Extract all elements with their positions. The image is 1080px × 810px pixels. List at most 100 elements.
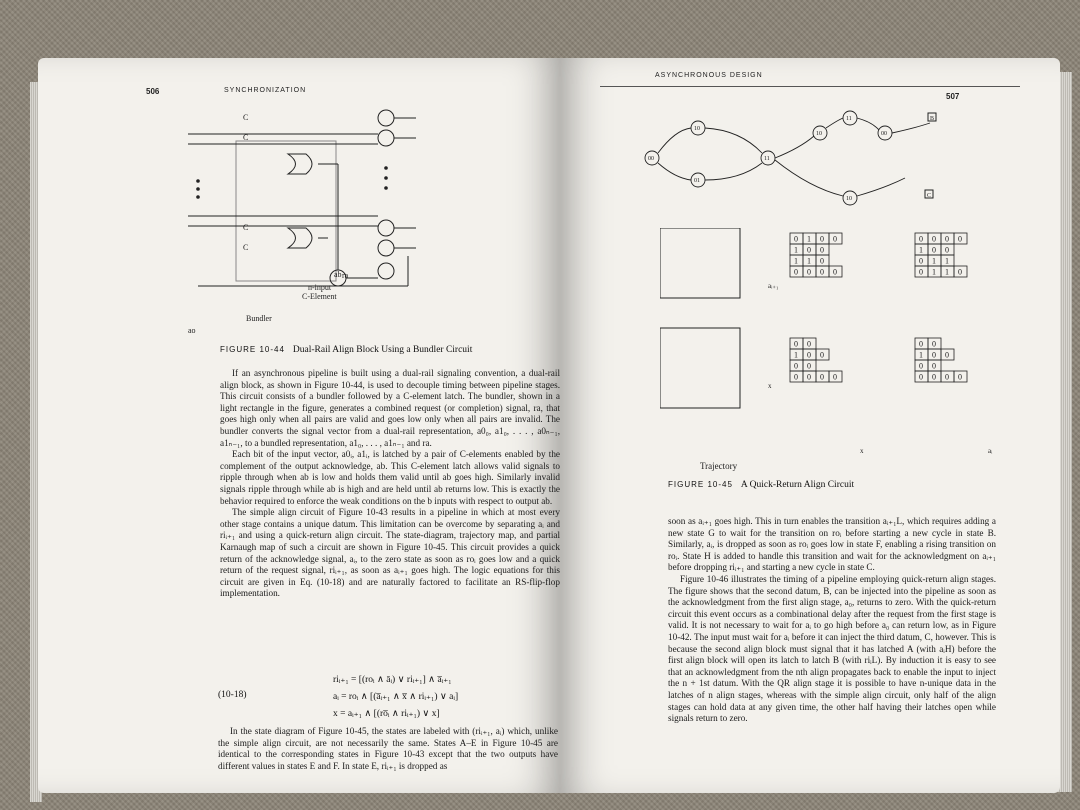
ra-label: ra (342, 271, 349, 280)
state-code: 10 (846, 196, 852, 202)
kmap-ai-value: 1 (932, 268, 936, 277)
kmap-ai-value: 1 (919, 246, 923, 255)
figure-title: A Quick-Return Align Circuit (740, 480, 855, 490)
kmap-ri-lower-value: 0 (833, 373, 837, 382)
trajectory-map-lower (660, 327, 741, 409)
state-code: 00 (648, 156, 654, 162)
paragraph: If an asynchronous pipeline is built usi… (220, 368, 560, 448)
kmap-ri-lower-value: 0 (794, 362, 798, 371)
kmap-ai-lower-value: 0 (932, 340, 936, 349)
running-head: SYNCHRONIZATION (224, 87, 307, 94)
equation-line: riᵢ₊₁ = [(roᵢ ∧ āᵢ) ∨ riᵢ₊₁] ∧ a̅ᵢ₊₁ (333, 675, 452, 685)
kmap-ri-value: 0 (794, 235, 798, 244)
kmap-ai-value: 1 (945, 257, 949, 266)
paragraph: Each bit of the input vector, a0ᵢ, a1ᵢ, … (220, 449, 560, 506)
kmap-ri-value: 1 (807, 257, 811, 266)
kmap-ri-value: 0 (807, 268, 811, 277)
kmap-ai-value: 0 (958, 268, 962, 277)
kmap-axis-label: aᵢ₊₁ (768, 282, 778, 290)
state-code: 10 (694, 126, 700, 132)
c-label-3: C (243, 223, 249, 232)
figure-number: FIGURE 10-44 (220, 345, 285, 354)
kmap-ri-value: 0 (820, 268, 824, 277)
kmap-ai-lower-value: 0 (932, 373, 936, 382)
kmap-ri-lower-value: 0 (820, 351, 824, 360)
ab-label: ab (334, 270, 342, 279)
kmap-ri-value: 0 (794, 268, 798, 277)
kmap-ri-value: 1 (807, 235, 811, 244)
state-code: 11 (846, 116, 852, 122)
figure-number: FIGURE 10-45 (668, 480, 733, 489)
kmap-ri-value: 1 (794, 257, 798, 266)
state-letter: B (930, 116, 934, 122)
kmap-ai-lower-value: 0 (919, 340, 923, 349)
body-text-left: If an asynchronous pipeline is built usi… (220, 368, 560, 600)
kmap-ai-lower-value: 0 (919, 373, 923, 382)
kmap-ri-lower-cell (828, 370, 843, 383)
celement-label: C-Element (302, 292, 337, 301)
kmap-ai-lower-cell (940, 348, 955, 361)
state-diagram: 00 10 01 11 10 11 00 10 C B (644, 110, 937, 206)
kmap-ai-cell (953, 232, 968, 245)
kmap-ai-value: 1 (932, 257, 936, 266)
right-page: ASYNCHRONOUS DESIGN 507 (560, 58, 1060, 793)
kmap-axis-label: x (860, 447, 864, 455)
kmap-ai-cell (953, 265, 968, 278)
kmap-ai-value: 0 (919, 257, 923, 266)
ao-label: ao (188, 326, 196, 335)
kmap-ri-lower-value: 1 (794, 351, 798, 360)
state-code: 00 (881, 131, 887, 137)
header-rule (600, 86, 1020, 87)
state-code: 11 (764, 156, 770, 162)
state-code: 01 (694, 178, 700, 184)
kmap-ri-lower-cell (815, 348, 830, 361)
kmap-ri-value: 1 (794, 246, 798, 255)
kmap-ri-lower-value: 0 (820, 373, 824, 382)
kmap-ri-lower-value: 0 (794, 340, 798, 349)
kmap-ri-value: 0 (833, 235, 837, 244)
equation-line: x = aᵢ₊₁ ∧ [(ro̅ᵢ ∧ riᵢ₊₁) ∨ x] (333, 709, 440, 719)
kmap-ai-lower-value: 0 (945, 373, 949, 382)
c-label-1: C (243, 113, 249, 122)
equation-number: (10-18) (218, 690, 247, 700)
kmap-ai-lower-value: 0 (932, 351, 936, 360)
kmap-ai-value: 0 (932, 246, 936, 255)
paragraph: soon as aᵢ₊₁ goes high. This in turn ena… (668, 516, 996, 573)
paragraph: Figure 10-46 illustrates the timing of a… (668, 573, 996, 724)
figure-10-44-circuit (188, 109, 416, 287)
kmap-ai-value: 0 (958, 235, 962, 244)
kmap-ri-value: 0 (820, 246, 824, 255)
kmap-ai-value: 0 (919, 235, 923, 244)
kmap-axis-label: x (768, 382, 772, 390)
bundler-label: Bundler (246, 314, 272, 323)
kmap-ai-value: 0 (932, 235, 936, 244)
kmap-ai-lower-value: 0 (945, 351, 949, 360)
running-head: ASYNCHRONOUS DESIGN (655, 72, 763, 79)
kmap-ri-value: 0 (807, 246, 811, 255)
equation-block: riᵢ₊₁ = [(roᵢ ∧ āᵢ) ∨ riᵢ₊₁] ∧ a̅ᵢ₊₁ aᵢ … (333, 672, 458, 723)
c-label-4: C (243, 243, 249, 252)
kmap-ri-lower-value: 0 (794, 373, 798, 382)
kmap-ai-lower-value: 0 (919, 362, 923, 371)
trajectory-map (660, 228, 741, 299)
trajectory-label: Trajectory (700, 461, 738, 471)
kmap-ri-cell (828, 232, 843, 245)
figure-caption: FIGURE 10-45 A Quick-Return Align Circuit (668, 480, 854, 490)
kmap-ai-lower-value: 0 (932, 362, 936, 371)
paragraph: In the state diagram of Figure 10-45, th… (218, 726, 558, 771)
kmap-ri-lower-value: 0 (807, 362, 811, 371)
state-code: 10 (816, 131, 822, 137)
ninput-label: n-input (308, 283, 332, 292)
kmap-ri-value: 0 (833, 268, 837, 277)
page-number: 507 (946, 92, 960, 101)
kmap-ri-cell (828, 265, 843, 278)
figure-title: Dual-Rail Align Block Using a Bundler Ci… (292, 345, 473, 355)
open-book: 506 SYNCHRONIZATION (20, 48, 1072, 802)
kmap-ri-lower-value: 0 (807, 373, 811, 382)
kmap-ai-lower-value: 1 (919, 351, 923, 360)
kmap-ai-lower-cell (953, 370, 968, 383)
figure-caption: FIGURE 10-44 Dual-Rail Align Block Using … (220, 345, 472, 355)
left-page: 506 SYNCHRONIZATION (38, 58, 560, 793)
closing-paragraph: In the state diagram of Figure 10-45, th… (218, 726, 558, 772)
kmap-ai-value: 1 (945, 268, 949, 277)
